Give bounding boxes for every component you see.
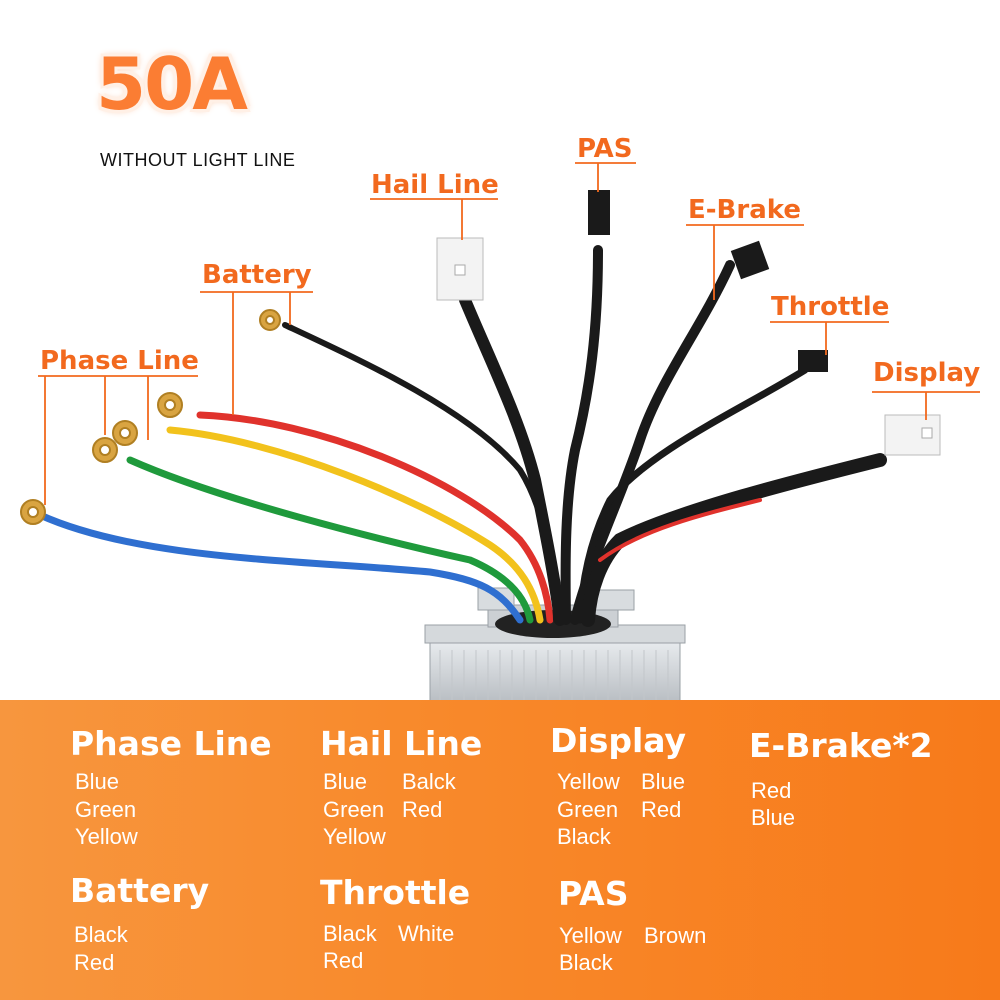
callout-phase-line: Phase Line [40,346,199,376]
legend-hail-line-color: Balck [402,769,456,794]
legend-phase-line-title: Phase Line [70,724,272,763]
controller-housing [424,587,686,700]
product-photo-area: 50A WITHOUT LIGHT LINE PAS Hail Line E-B… [20,42,981,700]
legend-display-color: Yellow [557,769,620,794]
callout-hail-line: Hail Line [371,170,499,200]
callout-leader-lines [38,162,980,505]
model-subtitle: WITHOUT LIGHT LINE [100,150,296,170]
model-title: 50A [96,42,248,126]
legend-hail-line-color: Red [402,797,443,822]
legend-hail-line-color: Yellow [323,824,386,849]
legend-throttle-color: Red [323,948,364,973]
callout-throttle: Throttle [771,292,890,322]
legend-phase-line-color: Blue [75,769,120,794]
connectors [436,190,941,456]
legend-display-color: Red [641,797,682,822]
legend-hail-line-title: Hail Line [320,724,483,763]
legend-display-title: Display [550,721,687,760]
legend-throttle-color: Black [323,921,377,946]
legend-e-brake-color: Red [751,778,792,803]
controller-wiring-illustration [20,162,980,700]
wire-bundle [36,245,887,627]
legend-e-brake-color: Blue [751,805,796,830]
legend-hail-line-color: Blue [323,769,368,794]
callout-display: Display [873,358,981,388]
legend-battery-title: Battery [70,871,210,910]
legend-pas-color: Black [559,950,613,975]
legend-battery-color: Red [74,950,115,975]
legend-display-color: Green [557,797,619,822]
callout-battery: Battery [202,260,312,290]
legend-phase-line-color: Yellow [75,824,138,849]
legend-e-brake-title: E-Brake*2 [749,726,933,765]
legend-pas-title: PAS [558,874,629,913]
legend-phase-line-color: Green [75,797,137,822]
legend-pas-color: Brown [644,923,707,948]
legend-display-color: Black [557,824,611,849]
legend-pas-color: Yellow [559,923,622,948]
legend-battery-color: Black [74,922,128,947]
callout-e-brake: E-Brake [688,195,801,225]
wire-color-legend-panel: Phase Line Blue Green Yellow Hail Line B… [0,700,1000,1000]
legend-display-color: Blue [641,769,686,794]
legend-hail-line-color: Green [323,797,385,822]
callout-pas: PAS [577,134,633,164]
legend-throttle-color: White [398,921,455,946]
legend-throttle-title: Throttle [320,873,471,912]
ring-terminals [20,309,281,525]
